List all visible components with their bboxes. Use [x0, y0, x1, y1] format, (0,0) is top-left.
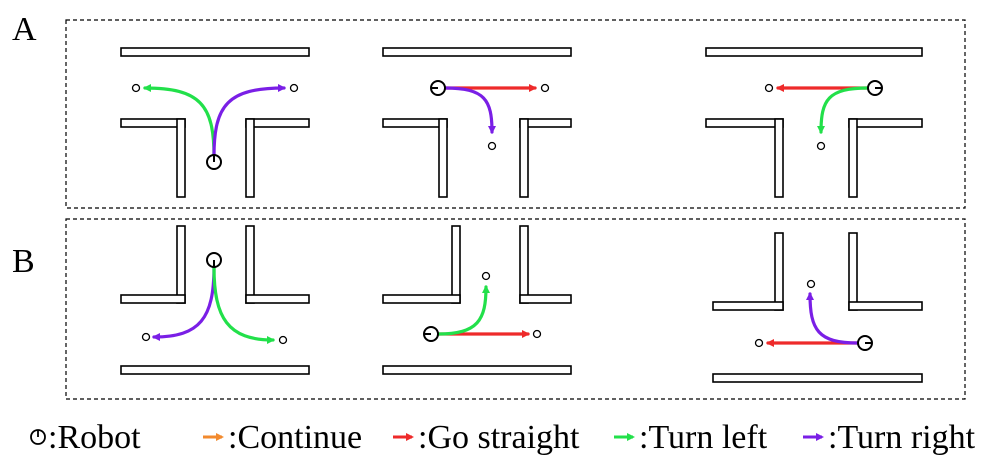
turn-right-path — [806, 292, 860, 345]
target-marker — [289, 83, 299, 93]
scene-b1 — [120, 225, 310, 375]
robot-icon — [206, 154, 222, 170]
wall — [519, 225, 529, 304]
panel-label-b: B — [12, 243, 35, 280]
wall — [519, 118, 529, 198]
panel-a-frame — [65, 19, 966, 209]
wall — [120, 118, 186, 128]
wall — [438, 118, 448, 198]
scene-b3 — [712, 232, 923, 383]
wall — [712, 301, 784, 311]
legend: :Robot :Continue :Go straight :Turn left… — [30, 419, 976, 456]
scene-a3 — [705, 47, 923, 198]
wall — [774, 232, 784, 311]
turn-right-path — [443, 86, 496, 134]
wall — [382, 365, 572, 375]
wall — [848, 232, 858, 311]
panel-label-a: A — [12, 11, 37, 48]
panel-b-frame — [65, 218, 966, 400]
target-marker — [754, 338, 764, 348]
wall — [519, 294, 572, 304]
turn-left-path — [212, 265, 275, 344]
wall — [705, 118, 784, 128]
robot-icon — [30, 429, 46, 445]
wall — [848, 118, 923, 128]
wall — [176, 118, 186, 198]
wall — [176, 225, 186, 304]
target-marker — [278, 335, 288, 345]
wall — [705, 47, 923, 57]
wall — [245, 225, 255, 304]
target-marker — [532, 329, 542, 339]
target-marker — [141, 332, 151, 342]
robot-icon — [867, 80, 883, 96]
wall — [245, 118, 255, 198]
wall — [451, 225, 461, 304]
legend-continue-label: :Continue — [228, 419, 362, 456]
target-marker — [806, 279, 816, 289]
wall — [120, 294, 186, 304]
turn-left-path — [817, 86, 870, 134]
turn-right-path — [212, 84, 286, 158]
legend-go-straight-label: :Go straight — [418, 419, 580, 456]
scene-b2 — [382, 225, 572, 375]
wall — [120, 47, 310, 57]
robot-icon — [206, 252, 222, 268]
legend-robot-label: :Robot — [48, 419, 141, 456]
robot-icon — [430, 80, 446, 96]
wall — [245, 118, 310, 128]
target-marker — [481, 271, 491, 281]
wall — [848, 118, 858, 198]
legend-turn-left-label: :Turn left — [639, 419, 768, 456]
wall — [382, 294, 461, 304]
wall — [712, 373, 923, 383]
wall — [120, 365, 310, 375]
legend-turn-right-label: :Turn right — [828, 419, 976, 456]
target-marker — [764, 83, 774, 93]
target-marker — [131, 83, 141, 93]
wall — [245, 294, 310, 304]
wall — [382, 47, 572, 57]
target-marker — [487, 141, 497, 151]
scene-a2 — [382, 47, 572, 198]
scene-a1 — [120, 47, 310, 198]
turn-left-path — [436, 285, 490, 336]
wall — [774, 118, 784, 198]
wall — [848, 301, 923, 311]
robot-icon — [857, 335, 873, 351]
target-marker — [540, 83, 550, 93]
target-marker — [816, 141, 826, 151]
wall — [382, 118, 448, 128]
robot-icon — [423, 326, 439, 342]
